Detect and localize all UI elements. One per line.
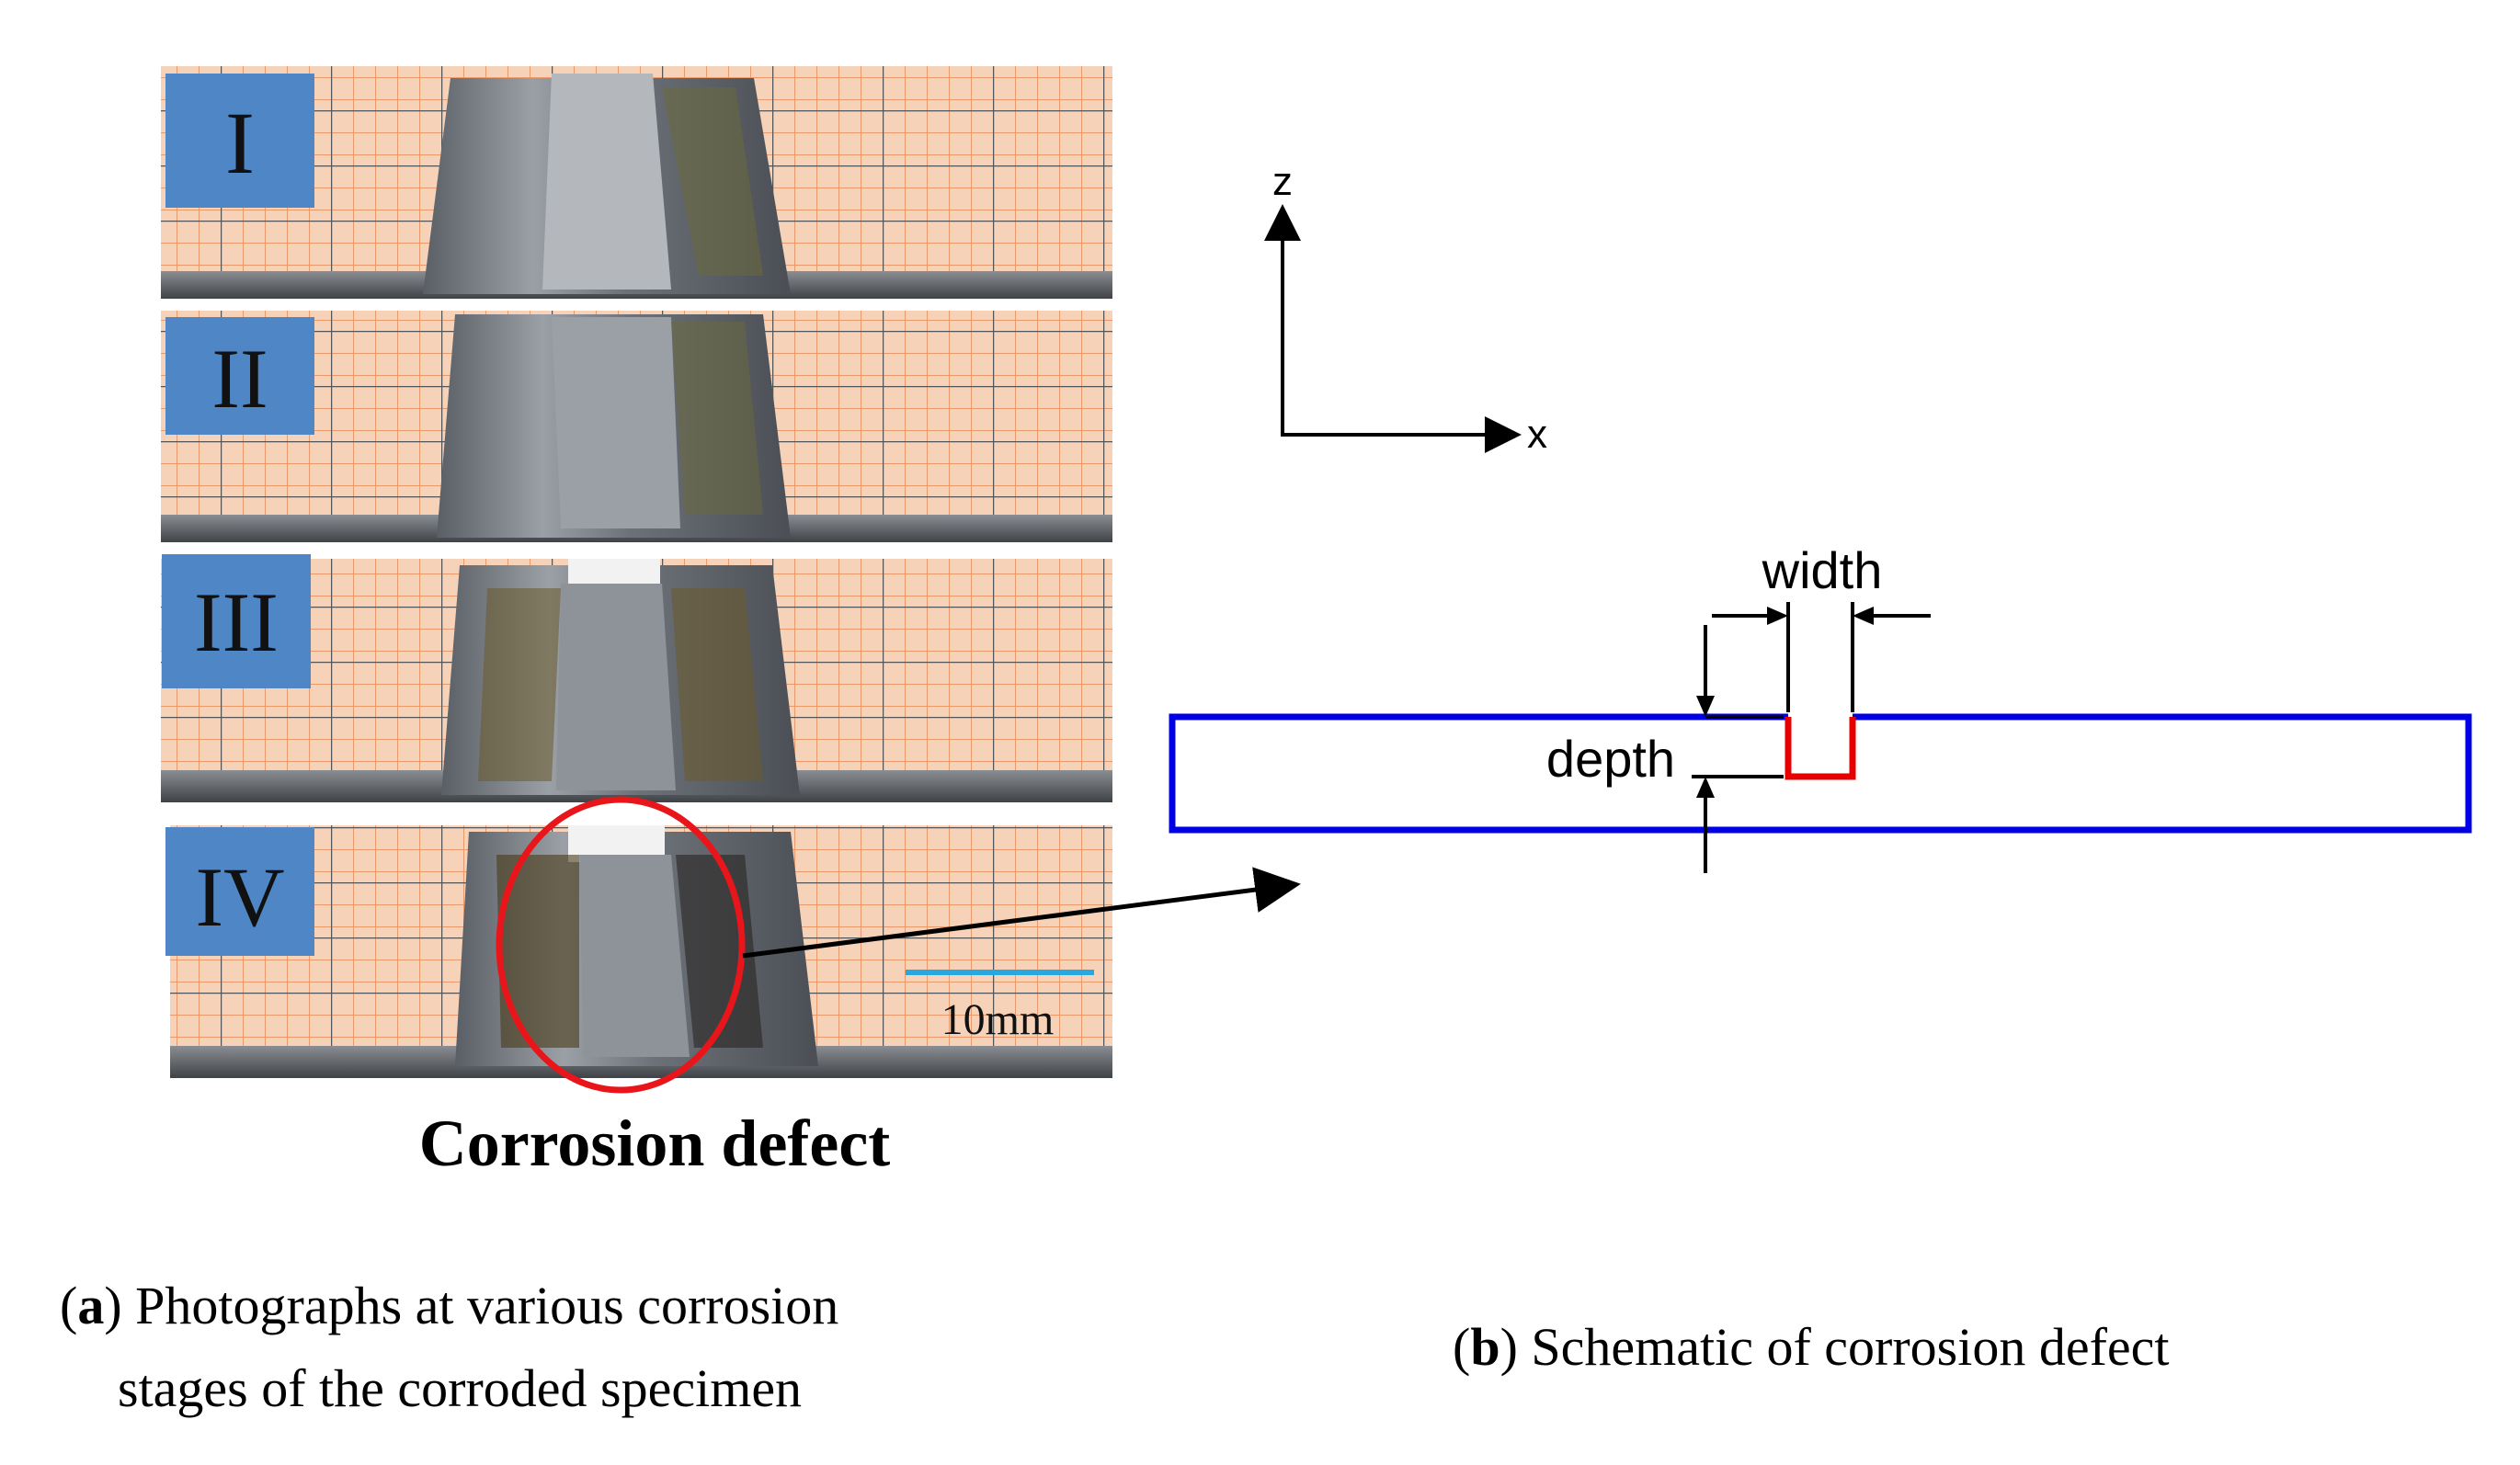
z-axis-label: z (1272, 159, 1293, 204)
caption-b-letter: b (1470, 1317, 1499, 1377)
depth-dimension: depth (1546, 625, 1784, 873)
caption-b-text: ) Schematic of corrosion defect (1500, 1317, 2170, 1377)
schematic-panel: z x width depth (b) Schematic (1169, 159, 2472, 1377)
caption-a-text: ) Photographs at various corrosion (104, 1276, 838, 1335)
photo-stage-2: II (161, 311, 1112, 542)
stage-label-box (165, 74, 314, 208)
stage-label: III (194, 575, 279, 669)
width-dimension: width (1712, 541, 1931, 712)
caption-b: (b) Schematic of corrosion defect (1453, 1317, 2170, 1377)
stage-label: I (225, 94, 255, 192)
photo-stage-1: I (161, 66, 1112, 299)
corrosion-defect-notch (1785, 717, 1856, 780)
specimen-outline (1169, 713, 2472, 834)
caption-a-line2: stages of the corroded specimen (118, 1358, 802, 1418)
depth-label: depth (1546, 730, 1675, 788)
caption-a-letter: a (77, 1276, 104, 1335)
stage-label-box (165, 317, 314, 435)
photo-stage-4: IV 10mm (165, 825, 1112, 1078)
x-axis-label: x (1527, 412, 1547, 457)
axes: z x (1264, 159, 1547, 457)
photo-panel: I II III (60, 66, 1301, 1418)
callout-arrow (742, 867, 1301, 959)
width-label: width (1762, 541, 1883, 599)
stage-label-box (162, 554, 311, 688)
corrosion-highlight-circle (496, 796, 746, 1094)
stage-label-box (165, 827, 314, 956)
z-axis-arrowhead (1264, 204, 1301, 241)
photo-stage-3: III (161, 554, 1112, 802)
corrosion-defect-label: Corrosion defect (419, 1107, 891, 1180)
caption-a-line1: (a) Photographs at various corrosion (60, 1276, 838, 1335)
stage-label: IV (195, 850, 284, 944)
scale-bar-label: 10mm (941, 995, 1055, 1044)
stage-label: II (211, 332, 268, 426)
x-axis-arrowhead (1485, 416, 1522, 453)
